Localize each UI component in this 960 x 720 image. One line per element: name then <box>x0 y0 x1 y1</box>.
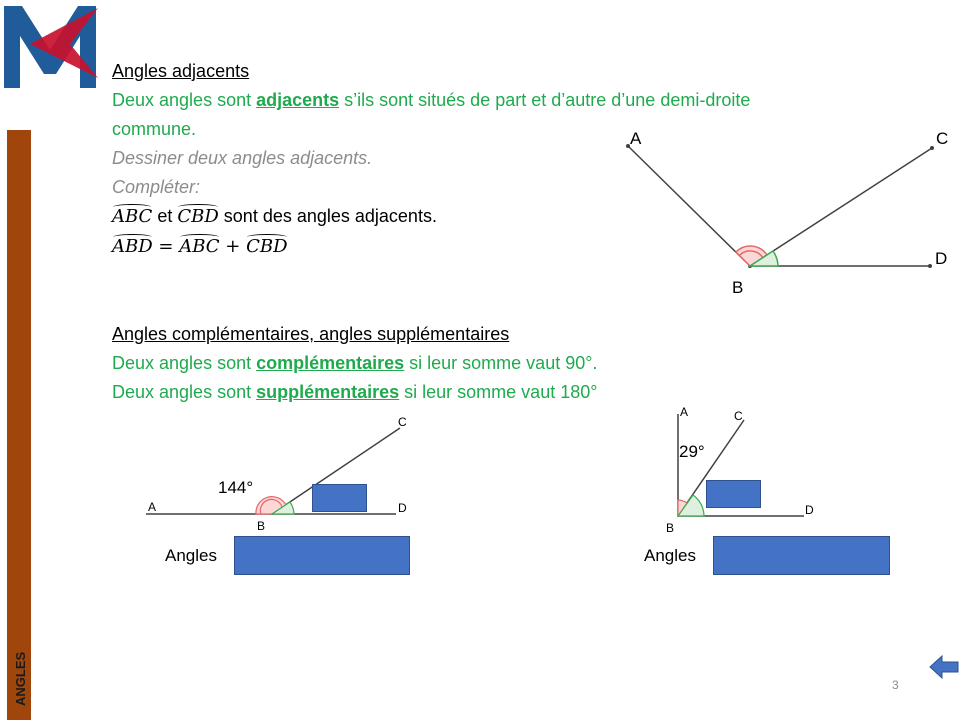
angle-cbd-eq: CBD <box>246 232 288 261</box>
label-a: A <box>148 500 156 514</box>
angle-abc-eq: ABC <box>179 232 220 261</box>
keyword-supplementaires: supplémentaires <box>256 382 400 402</box>
keyword-adjacents: adjacents <box>256 90 340 110</box>
word-et: et <box>152 206 178 226</box>
label-d: D <box>398 501 407 515</box>
complementary-definition: Deux angles sont complémentaires si leur… <box>112 349 597 378</box>
answer-box-angle-right[interactable] <box>706 480 761 508</box>
label-b: B <box>257 519 265 533</box>
suppl-prefix: Deux angles sont <box>112 382 257 402</box>
label-b: B <box>666 521 674 535</box>
section-heading-adjacent: Angles adjacents <box>112 61 250 81</box>
adjacent-definition-line2: commune. <box>112 119 197 139</box>
point-d <box>928 264 932 268</box>
ray-ba <box>627 145 751 267</box>
label-c: C <box>936 129 948 148</box>
adjacent-angles-diagram: A C D B <box>626 129 948 297</box>
adjacent-definition: Deux angles sont adjacents s’ils sont si… <box>112 86 750 115</box>
def-suffix: s’ils sont situés de part et d’autre d’u… <box>339 90 751 110</box>
answer-box-angles-left[interactable] <box>234 536 410 575</box>
suppl-suffix: si leur somme vaut 180° <box>399 382 598 402</box>
angle-arc-abc-inner <box>738 250 764 259</box>
angle-abc: ABC <box>112 202 152 231</box>
instruction-complete: Compléter: <box>112 177 201 197</box>
instruction-draw: Dessiner deux angles adjacents. <box>112 148 373 168</box>
answer-box-angles-right[interactable] <box>713 536 890 575</box>
page-number: 3 <box>892 678 899 692</box>
sidebar-bar <box>7 130 31 720</box>
sidebar-label: ANGLES <box>13 652 28 707</box>
svg-text:ANGLES: ANGLES <box>13 652 28 707</box>
angle-abd: ABD <box>112 232 153 261</box>
back-arrow-icon[interactable] <box>928 654 960 680</box>
angle-arc-abc-inner <box>259 498 283 515</box>
label-b: B <box>732 278 743 297</box>
adjacent-statement: ABC et CBD sont des angles adjacents. <box>112 202 437 231</box>
equals-sign: = <box>152 236 180 257</box>
angle-value: 29° <box>679 442 705 461</box>
label-c: C <box>734 409 743 423</box>
angles-label-left: Angles <box>165 546 217 565</box>
angle-cbd: CBD <box>177 202 219 231</box>
label-a: A <box>680 405 688 419</box>
angle-arc-cbd <box>270 501 295 515</box>
angle-value: 144° <box>218 478 253 497</box>
def-prefix: Deux angles sont <box>112 90 257 110</box>
point-a <box>626 144 630 148</box>
label-c: C <box>398 415 407 429</box>
complementary-figure: A C D B 29° <box>666 405 814 535</box>
label-d: D <box>805 503 814 517</box>
angle-equation: ABD = ABC + CBD <box>112 232 288 261</box>
supplementary-definition: Deux angles sont supplémentaires si leur… <box>112 378 597 407</box>
compl-suffix: si leur somme vaut 90°. <box>404 353 598 373</box>
answer-box-angle[interactable] <box>312 484 367 512</box>
point-c <box>930 146 934 150</box>
statement-text: sont des angles adjacents. <box>218 206 437 226</box>
label-a: A <box>630 129 642 148</box>
angle-arc-cbd <box>676 494 705 517</box>
compl-prefix: Deux angles sont <box>112 353 257 373</box>
label-d: D <box>935 249 947 268</box>
ray-bc <box>271 427 401 515</box>
logo <box>4 6 98 88</box>
ray-bc <box>749 147 933 267</box>
angles-label-right: Angles <box>644 546 696 565</box>
section-heading-compl-suppl: Angles complémentaires, angles supplémen… <box>112 324 510 344</box>
angle-arc-cbd <box>747 249 779 267</box>
keyword-complementaires: complémentaires <box>256 353 405 373</box>
supplementary-figure: A C D B 144° <box>146 415 407 533</box>
plus-sign: + <box>219 236 247 257</box>
